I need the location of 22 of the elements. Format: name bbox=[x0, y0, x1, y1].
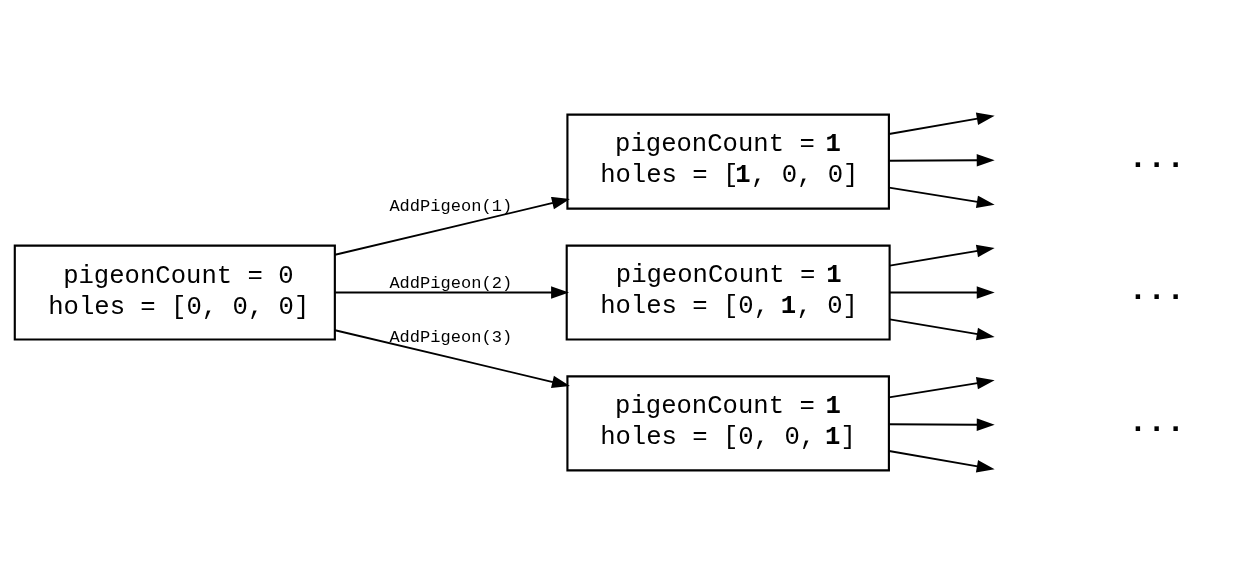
node-box: pigeonCount = 1 holes = [1, 0, 0] bbox=[566, 113, 890, 210]
node-box: pigeonCount = 0 holes = [0, 0, 0] bbox=[13, 244, 336, 341]
edge-label: AddPigeon(3) bbox=[389, 327, 513, 347]
arrow bbox=[888, 186, 995, 209]
edge-label: AddPigeon(2) bbox=[389, 273, 513, 293]
arrow bbox=[888, 450, 995, 473]
arrow bbox=[888, 154, 995, 167]
arrow bbox=[334, 286, 570, 299]
node-box: pigeonCount = 1 holes = [0, 0, 1] bbox=[566, 375, 890, 472]
arrow bbox=[888, 244, 995, 267]
arrow bbox=[334, 329, 570, 389]
arrow bbox=[888, 376, 995, 399]
arrow bbox=[888, 418, 995, 431]
label: ... bbox=[1128, 405, 1185, 441]
node-box: pigeonCount = 1 holes = [0, 1, 0] bbox=[565, 244, 891, 341]
arrow bbox=[888, 286, 995, 299]
label: ... bbox=[1128, 273, 1185, 309]
label: ... bbox=[1128, 140, 1185, 176]
arrow bbox=[888, 112, 995, 135]
arrow bbox=[334, 196, 570, 256]
edge-label: AddPigeon(1) bbox=[389, 196, 513, 216]
arrow bbox=[888, 318, 995, 341]
